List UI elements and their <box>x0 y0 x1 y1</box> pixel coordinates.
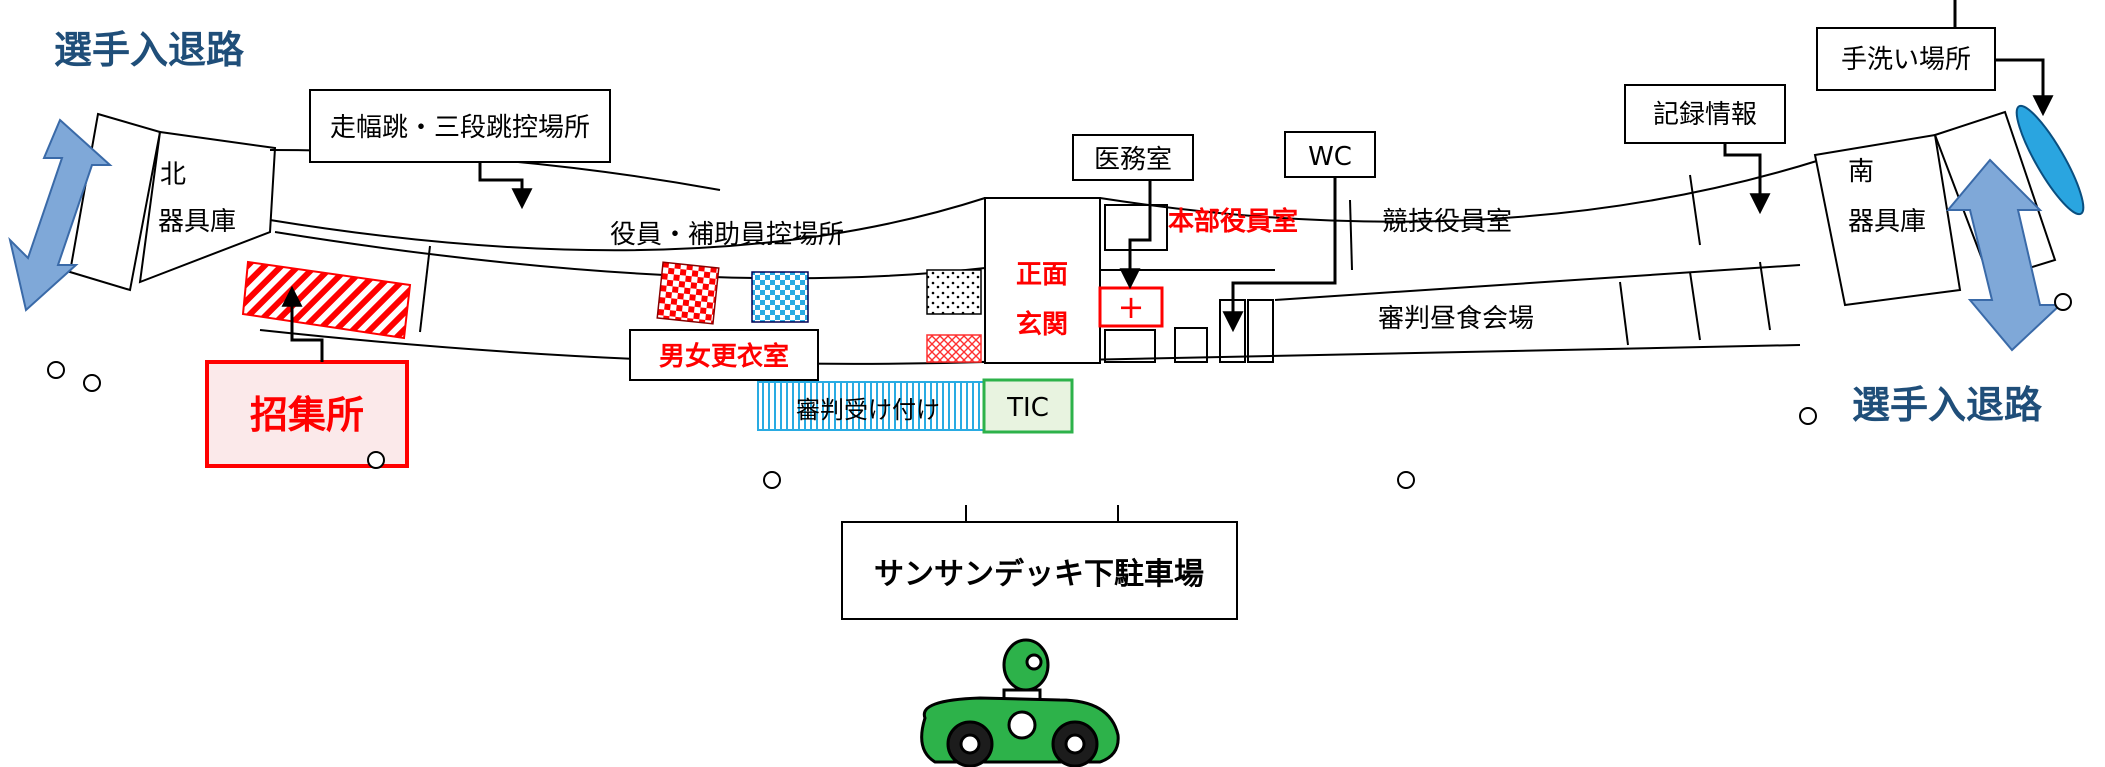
tic-label: TIC <box>1006 393 1049 423</box>
north-label-2: 器具庫 <box>158 207 236 237</box>
call-room-box <box>205 360 409 468</box>
wc-box <box>1284 131 1376 178</box>
records-info-box <box>1624 84 1786 144</box>
wc-label: WC <box>1308 142 1352 172</box>
tic-box <box>982 378 1074 434</box>
first-aid-box <box>1098 286 1164 328</box>
officials-area-label: 役員・補助員控場所 <box>610 220 844 250</box>
cyan-check-marker <box>751 271 809 323</box>
double-arrow-icon <box>1945 158 2063 352</box>
referee-reception-box <box>757 381 987 431</box>
building-outline <box>68 110 2057 365</box>
south-label-2: 器具庫 <box>1848 207 1926 237</box>
long-jump-box <box>309 89 611 163</box>
front-entrance-2: 玄関 <box>1016 309 1068 340</box>
parking-box <box>841 521 1238 620</box>
dressing-room-label: 男女更衣室 <box>659 341 789 372</box>
call-room-label: 招集所 <box>250 393 364 437</box>
red-check-marker <box>656 261 720 325</box>
pink-marker <box>926 334 982 363</box>
long-jump-label: 走幅跳・三段跳控場所 <box>330 113 590 143</box>
wc-pointer <box>1222 177 1337 333</box>
front-entrance-1: 正面 <box>1016 260 1068 290</box>
referee-lunch-label: 審判昼食会場 <box>1378 304 1534 334</box>
competition-officials-label: 競技役員室 <box>1382 207 1512 237</box>
medical-pointer <box>1119 180 1152 290</box>
handwash-pointer <box>1995 58 2054 117</box>
handwash-label: 手洗い場所 <box>1841 45 1971 75</box>
entry-exit-top-left: 選手入退路 <box>54 28 245 72</box>
double-arrow-icon <box>8 118 113 312</box>
handwash-marker-icon <box>2015 104 2085 216</box>
dressing-room-box <box>629 329 819 381</box>
call-room-pointer <box>281 285 324 362</box>
first-aid-icon: + <box>1118 288 1145 326</box>
medical-room-box <box>1072 134 1194 181</box>
long-jump-pointer <box>478 162 533 210</box>
circle-markers <box>47 293 2072 489</box>
medical-room-label: 医務室 <box>1094 145 1172 175</box>
handwash-box <box>1816 27 1996 91</box>
entry-exit-right: 選手入退路 <box>1852 383 2043 427</box>
hq-officials-label: 本部役員室 <box>1168 206 1298 237</box>
race-car-icon <box>920 638 1120 767</box>
referee-reception-label: 審判受け付け <box>796 396 940 424</box>
north-label-1: 北 <box>160 160 186 190</box>
records-info-label: 記録情報 <box>1653 100 1757 130</box>
call-room-area <box>241 260 412 340</box>
south-label-1: 南 <box>1848 157 1874 187</box>
parking-label: サンサンデッキ下駐車場 <box>874 557 1204 592</box>
records-pointer <box>1723 143 1771 215</box>
dotted-marker <box>926 269 982 315</box>
